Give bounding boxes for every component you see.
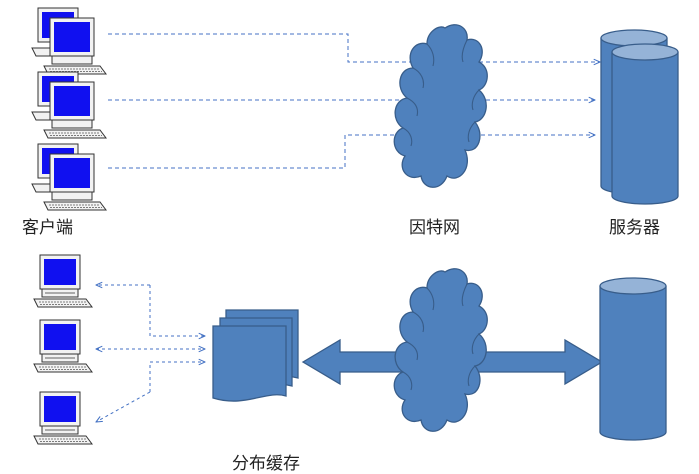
client-computer-1 [31, 7, 107, 75]
bottom-internet-cloud [393, 268, 488, 432]
client-computer-2 [31, 71, 107, 139]
dashed-line-3-back [96, 391, 151, 422]
servers-label: 服务器 [609, 218, 660, 238]
dashed-line-3 [149, 362, 205, 392]
top-internet-cloud [393, 24, 488, 188]
bottom-client-computer-2 [33, 319, 93, 373]
dashed-arrow-3 [108, 135, 595, 169]
document-stack-icon [212, 309, 299, 402]
bottom-partial-label: 分布缓存 [232, 454, 300, 474]
clients-label: 客户端 [22, 218, 73, 238]
server-cylinder-front [611, 43, 679, 205]
bottom-client-computers [33, 254, 93, 445]
dashed-line-1 [149, 285, 205, 336]
bottom-client-computer-1 [33, 254, 93, 308]
dashed-arrow-1 [108, 33, 600, 62]
server-cylinders-top [600, 29, 679, 205]
server-cylinder-bottom [599, 277, 667, 441]
client-computer-3 [31, 143, 107, 211]
top-client-computers [31, 7, 107, 211]
internet-label: 因特网 [409, 218, 460, 238]
bottom-dashed-connectors [96, 285, 205, 422]
top-dashed-arrows [108, 33, 600, 169]
bottom-client-computer-3 [33, 391, 93, 445]
network-architecture-diagram [31, 7, 679, 445]
